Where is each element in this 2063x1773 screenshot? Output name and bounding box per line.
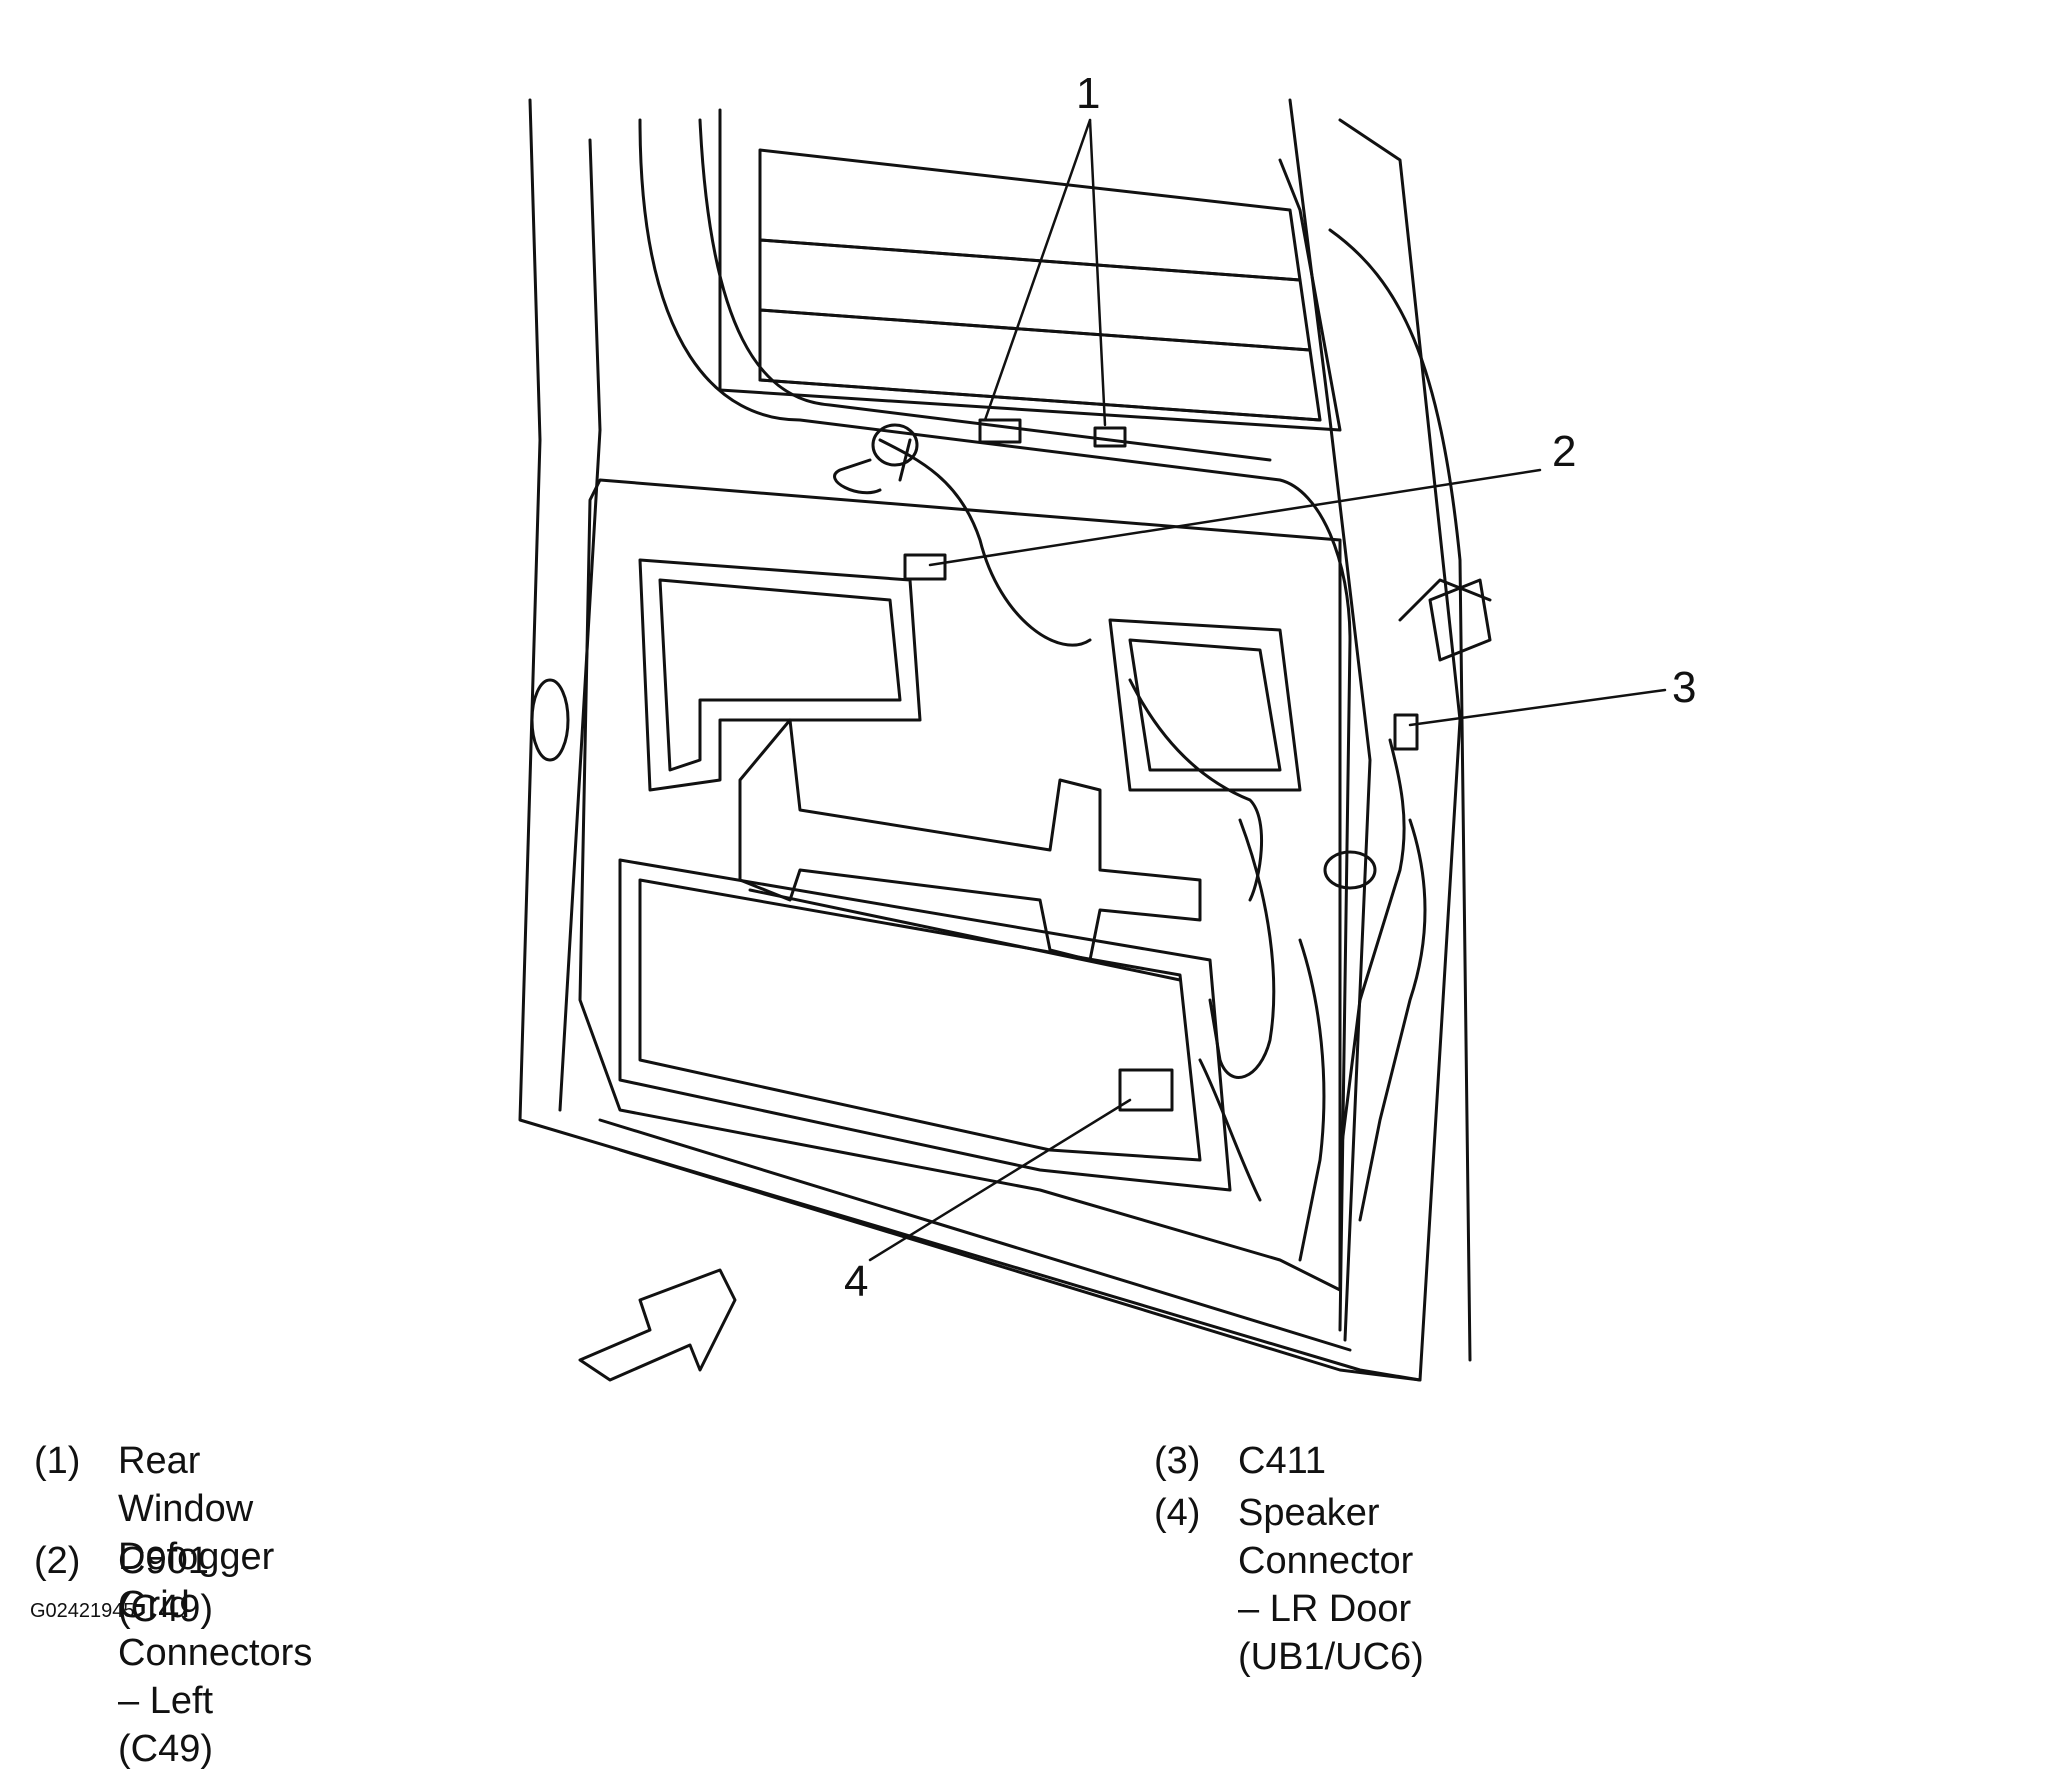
callout-4: 4 [844, 1257, 868, 1306]
door-latch-hole [530, 678, 570, 762]
callout-3: 3 [1672, 663, 1696, 712]
legend-num: (2) [34, 1540, 81, 1582]
defogger-connector-right [1093, 426, 1127, 448]
legend-num: (1) [34, 1440, 81, 1482]
door-wiring-diagram: 1 2 3 4 [518, 69, 1696, 1382]
legend-num: (3) [1154, 1440, 1201, 1482]
callout-1: 1 [1076, 69, 1100, 118]
defogger-connector-left [978, 418, 1022, 444]
leader-lines [868, 118, 1667, 1262]
legend-num: (4) [1154, 1492, 1201, 1534]
rear-window-glass [718, 108, 1342, 432]
callout-2: 2 [1552, 427, 1576, 476]
grommet [871, 423, 919, 467]
legend-text: C901 (C49) [118, 1540, 214, 1630]
wiring-harness [833, 438, 1427, 1262]
inner-door-panel [578, 478, 1342, 1292]
speaker-connector [1118, 1068, 1174, 1112]
legend-text: Speaker Connector – LR Door (UB1/UC6) [1238, 1492, 1424, 1678]
harness-clip [1323, 850, 1377, 890]
legend-text: C411 [1238, 1440, 1327, 1482]
door-shell [518, 98, 1492, 1382]
front-direction-arrow [578, 1268, 737, 1382]
figure-id: G02421945 [30, 1600, 135, 1622]
connectors [530, 418, 1419, 1112]
connector-c411 [1393, 713, 1419, 751]
connector-c901 [903, 553, 947, 581]
